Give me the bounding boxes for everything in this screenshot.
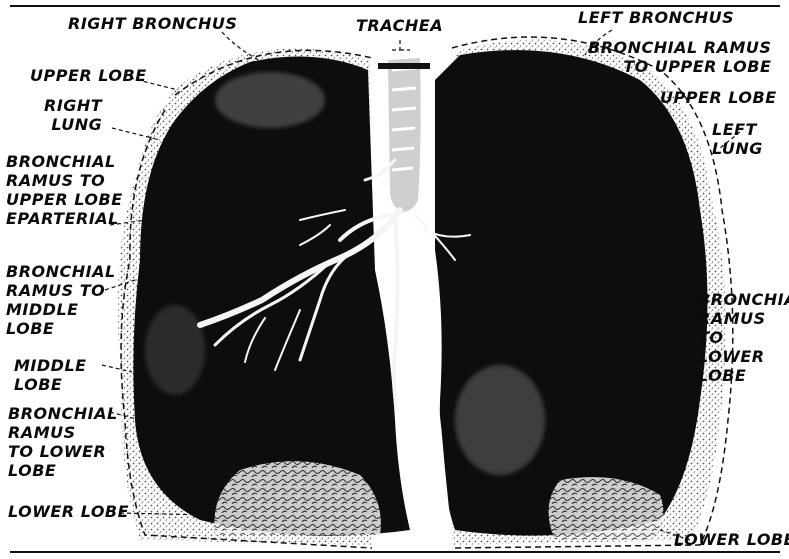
label-left-lung: LEFT LUNG	[712, 120, 763, 158]
label-line: LOBE	[6, 319, 116, 338]
label-right-lung: RIGHT LUNG	[44, 96, 102, 134]
label-bronchial-ramus-lower-lobe-right: BRONCHIAL RAMUS TO LOWER LOBE	[8, 404, 118, 480]
label-line: MIDDLE	[6, 300, 116, 319]
middle-lobe-highlight	[145, 305, 205, 395]
label-line: RIGHT	[44, 96, 102, 115]
label-bronchial-ramus-upper-lobe-eparterial: BRONCHIAL RAMUS TO UPPER LOBE EPARTERIAL	[6, 152, 123, 228]
label-line: RAMUS TO	[6, 281, 116, 300]
label-upper-lobe-right: UPPER LOBE	[30, 66, 147, 85]
label-lower-lobe-left: LOWER LOBE	[674, 530, 789, 549]
label-trachea: TRACHEA	[356, 16, 443, 35]
label-line: RAMUS	[698, 309, 789, 328]
label-line: RAMUS TO	[6, 171, 123, 190]
upper-lobe-highlight	[215, 72, 325, 128]
label-line: BRONCHIAL RAMUS	[588, 38, 771, 57]
label-line: TO	[698, 328, 789, 347]
label-line: LUNG	[712, 139, 763, 158]
label-line: BRONCHIAL	[6, 262, 116, 281]
label-line: BRONCHIAL	[698, 290, 789, 309]
label-line: EPARTERIAL	[6, 209, 123, 228]
label-bronchial-ramus-upper-lobe-left: BRONCHIAL RAMUS TO UPPER LOBE	[588, 38, 771, 76]
label-line: LUNG	[44, 115, 102, 134]
label-line: RAMUS	[8, 423, 118, 442]
label-line: BRONCHIAL	[8, 404, 118, 423]
label-line: BRONCHIAL	[6, 152, 123, 171]
label-line: TO LOWER	[8, 442, 118, 461]
label-right-bronchus: RIGHT BRONCHUS	[68, 14, 237, 33]
lower-left-highlight	[455, 365, 545, 475]
label-lower-lobe-right: LOWER LOBE	[8, 502, 129, 521]
label-line: MIDDLE	[14, 356, 87, 375]
label-bronchial-ramus-lower-lobe-left: BRONCHIAL RAMUS TO LOWER LOBE	[698, 290, 789, 385]
label-left-bronchus: LEFT BRONCHUS	[578, 8, 734, 27]
label-upper-lobe-left: UPPER LOBE	[660, 88, 777, 107]
label-line: TO UPPER LOBE	[588, 57, 771, 76]
label-bronchial-ramus-middle-lobe: BRONCHIAL RAMUS TO MIDDLE LOBE	[6, 262, 116, 338]
label-line: LOBE	[14, 375, 87, 394]
trachea	[388, 58, 421, 212]
label-line: LEFT	[712, 120, 763, 139]
label-line: LOBE	[8, 461, 118, 480]
label-line: UPPER LOBE	[6, 190, 123, 209]
label-line: LOWER	[698, 347, 789, 366]
label-middle-lobe: MIDDLE LOBE	[14, 356, 87, 394]
label-line: LOBE	[698, 366, 789, 385]
